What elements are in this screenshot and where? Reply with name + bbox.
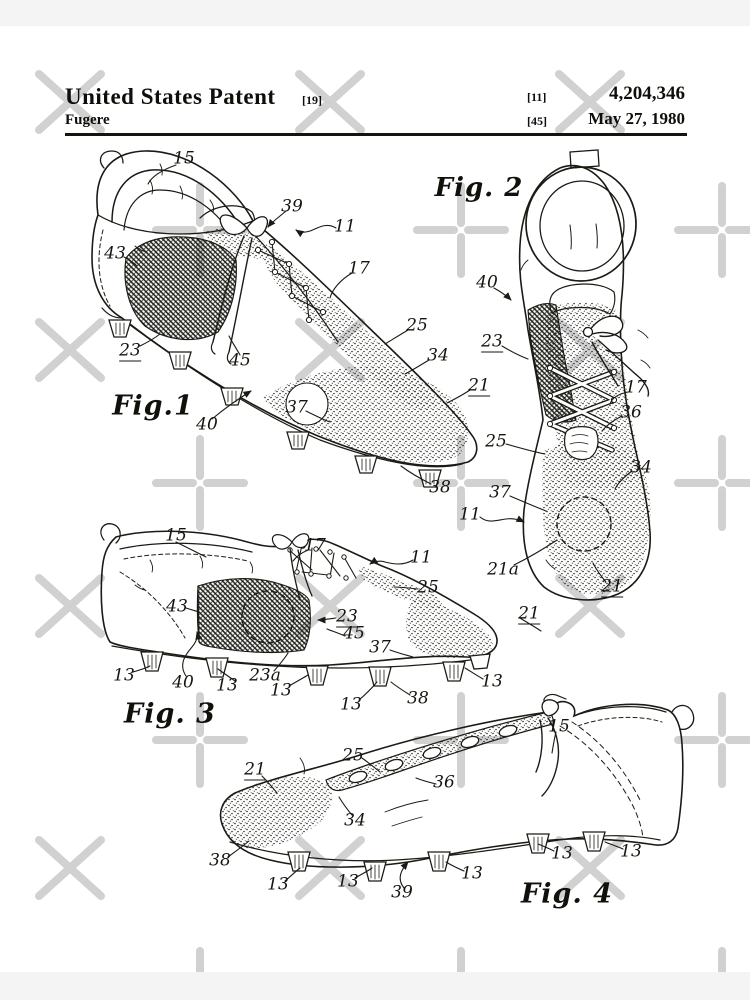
top-margin-band [0,0,750,26]
watermark-mark [152,435,248,531]
bottom-margin-band [0,972,750,1000]
patent-title: United States Patent [65,84,276,109]
patent-title-code: [19] [302,93,322,107]
patent-date: May 27, 1980 [588,109,685,128]
inventor-name: Fugere [65,112,110,128]
watermark-mark [35,836,105,900]
watermark-mark [35,318,105,382]
figure-4-drawing [219,693,695,889]
figure-2-drawing [479,149,651,601]
watermark-mark [555,70,625,134]
watermark-mark [413,182,509,278]
watermark-mark [295,836,365,900]
watermark-mark [555,836,625,900]
watermark-mark [674,182,750,278]
watermark-mark [152,692,248,788]
watermark-mark [295,70,365,134]
patent-date-code: [45] [527,114,547,128]
figure-3-drawing [100,523,542,701]
figure-1-drawing [91,150,478,488]
watermark-mark [674,435,750,531]
watermark-mark [35,574,105,638]
watermark-mark [674,692,750,788]
patent-number: 4,204,346 [609,83,685,104]
header-rule [65,133,687,136]
patent-number-code: [11] [527,90,547,104]
watermark-mark [35,70,105,134]
